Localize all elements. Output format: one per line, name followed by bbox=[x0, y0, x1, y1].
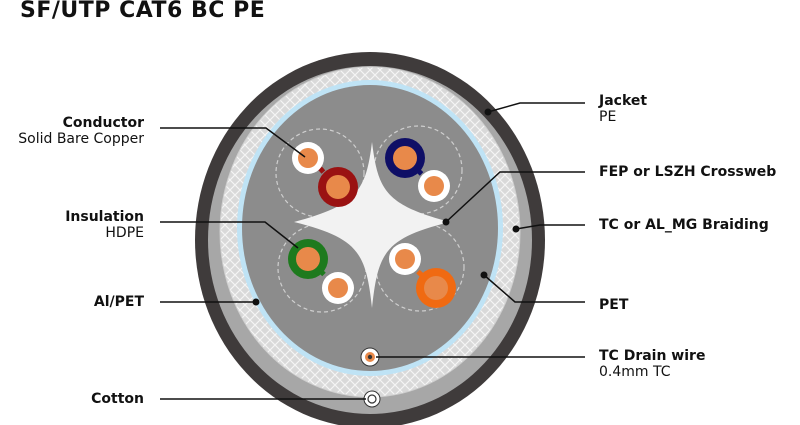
label-drain: TC Drain wire 0.4mm TC bbox=[599, 348, 705, 380]
dot-crossweb bbox=[442, 218, 450, 226]
leader-insulation bbox=[160, 221, 299, 249]
leader-jacket bbox=[487, 102, 585, 113]
label-drain-main: TC Drain wire bbox=[599, 348, 706, 364]
leader-conductor bbox=[160, 127, 306, 158]
pair-top-left bbox=[292, 142, 358, 207]
pair-top-right bbox=[385, 138, 450, 202]
label-braiding-main: TC or AL_MG Braiding bbox=[599, 217, 769, 233]
label-conductor: Conductor Solid Bare Copper bbox=[18, 115, 144, 147]
label-insulation-sub: HDPE bbox=[105, 225, 144, 241]
label-braiding: TC or AL_MG Braiding bbox=[599, 217, 769, 233]
label-alpet-main: Al/PET bbox=[93, 294, 144, 310]
label-jacket-sub: PE bbox=[599, 109, 617, 125]
label-jacket-main: Jacket bbox=[599, 93, 648, 109]
label-pet: PET bbox=[599, 297, 628, 313]
pair-boundary-top-right bbox=[373, 125, 463, 215]
label-cotton-main: Cotton bbox=[91, 391, 144, 407]
label-insulation-main: Insulation bbox=[65, 209, 144, 225]
dot-alpet bbox=[252, 298, 260, 306]
label-conductor-main: Conductor bbox=[62, 115, 144, 131]
dot-braiding bbox=[512, 225, 520, 233]
pair-boundary-bottom-right bbox=[375, 222, 465, 312]
label-cotton: Cotton bbox=[91, 391, 144, 407]
label-insulation: Insulation HDPE bbox=[65, 209, 144, 241]
dot-jacket bbox=[484, 108, 492, 116]
leader-crossweb bbox=[445, 171, 585, 223]
cotton-filler bbox=[363, 390, 381, 408]
label-alpet: Al/PET bbox=[94, 294, 144, 310]
leader-braiding bbox=[515, 224, 585, 230]
page-title: SF/UTP CAT6 BC PE bbox=[20, 0, 266, 23]
label-pet-main: PET bbox=[599, 297, 629, 313]
label-crossweb-main: FEP or LSZH Crossweb bbox=[599, 164, 777, 180]
drain-wire bbox=[360, 347, 380, 367]
leader-pet bbox=[483, 274, 585, 303]
crossweb-separator bbox=[294, 142, 450, 308]
label-jacket: Jacket PE bbox=[599, 93, 647, 125]
pair-bottom-right bbox=[389, 243, 456, 308]
label-drain-sub: 0.4mm TC bbox=[599, 364, 671, 380]
dot-pet bbox=[480, 271, 488, 279]
label-crossweb: FEP or LSZH Crossweb bbox=[599, 164, 776, 180]
pair-bottom-left bbox=[288, 239, 354, 304]
label-conductor-sub: Solid Bare Copper bbox=[18, 131, 144, 147]
pair-boundary-top-left bbox=[275, 128, 365, 218]
